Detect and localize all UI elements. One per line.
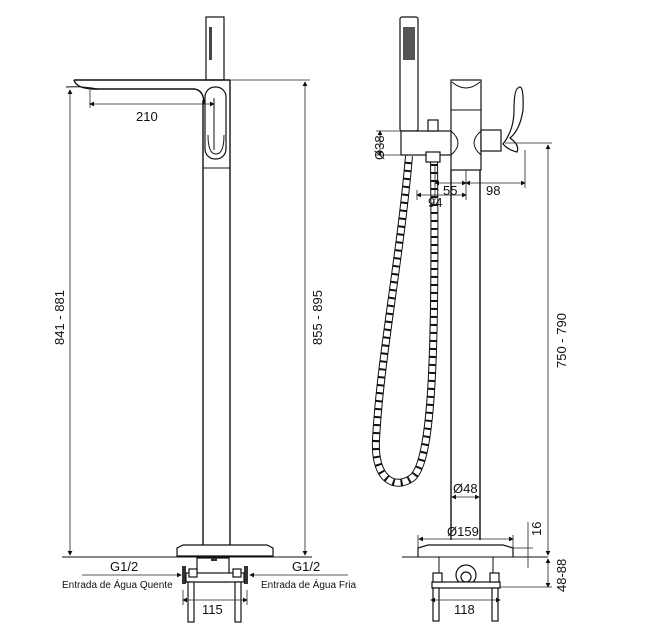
holder-diameter-dimension: Ø38 bbox=[372, 135, 387, 160]
offset-55-dimension: 55 bbox=[443, 183, 457, 198]
front-base-width-dimension: 115 bbox=[202, 602, 223, 617]
column-side bbox=[450, 170, 481, 540]
lever-side bbox=[502, 86, 524, 153]
column-diameter-dimension: Ø48 bbox=[453, 481, 478, 496]
lever-height-dimension: 750 - 790 bbox=[554, 313, 569, 368]
cold-inlet-label: Entrada de Água Fria bbox=[261, 578, 356, 591]
side-view: Ø38 55 98 94 750 - 790 Ø48 Ø159 16 bbox=[371, 16, 569, 622]
valve-body-side bbox=[431, 557, 501, 622]
hot-inlet-thread: G1/2 bbox=[110, 559, 138, 574]
offset-98-dimension: 98 bbox=[486, 183, 500, 198]
holder-side bbox=[400, 119, 453, 163]
total-height-dimension: 855 - 895 bbox=[310, 290, 325, 345]
spout-front bbox=[65, 79, 230, 105]
mixer-body-side bbox=[450, 79, 502, 171]
offset-94-dimension: 94 bbox=[428, 195, 442, 210]
cold-inlet-thread: G1/2 bbox=[292, 559, 320, 574]
base-height-dimension: 16 bbox=[529, 522, 544, 536]
hand-shower-side bbox=[399, 16, 419, 132]
hot-inlet-label: Entrada de Água Quente bbox=[62, 578, 173, 591]
spout-reach-dimension: 210 bbox=[136, 109, 158, 124]
spout-height-dimension: 841 - 881 bbox=[52, 290, 67, 345]
base-diameter-dimension: Ø159 bbox=[447, 524, 479, 539]
base-plate-front bbox=[62, 544, 312, 558]
front-view: 210 841 - 881 855 - 895 G1/2 Entrada de … bbox=[52, 16, 356, 623]
base-plate-side bbox=[402, 544, 548, 558]
below-floor-dimension: 48-88 bbox=[554, 559, 569, 592]
lever-front bbox=[204, 86, 227, 160]
hand-shower-front bbox=[205, 16, 225, 81]
body-column-front bbox=[202, 80, 231, 545]
hose bbox=[371, 155, 439, 487]
side-base-width-dimension: 118 bbox=[454, 602, 475, 617]
